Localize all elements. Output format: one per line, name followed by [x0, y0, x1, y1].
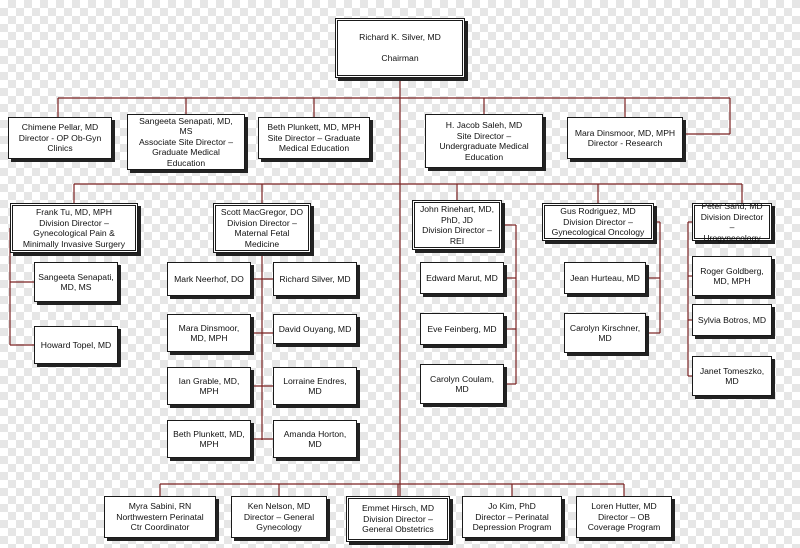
division-text: John Rinehart, MD, PhD, JD Division Dire… — [419, 204, 495, 246]
member-box[interactable]: David Ouyang, MD — [273, 314, 357, 344]
chairman-name: Richard K. Silver, MD — [359, 32, 441, 43]
member-text: David Ouyang, MD — [278, 323, 352, 334]
member-text: Eve Feinberg, MD — [427, 323, 497, 334]
bottom-text: Jo Kim, PhD Director – Perinatal Depress… — [472, 501, 552, 533]
member-box[interactable]: Mark Neerhof, DO — [167, 262, 251, 296]
member-box[interactable]: Richard Silver, MD — [273, 262, 357, 296]
division-text: Gus Rodriguez, MD Division Director – Gy… — [551, 206, 645, 238]
member-text: Amanda Horton, MD — [283, 428, 347, 450]
member-text: Carolyn Coulam, MD — [430, 373, 494, 395]
bottom-box[interactable]: Myra Sabini, RN Northwestern Perinatal C… — [104, 496, 216, 538]
level1-box[interactable]: Mara Dinsmoor, MD, MPH Director - Resear… — [567, 117, 683, 159]
member-text: Jean Hurteau, MD — [570, 272, 640, 283]
member-text: Mark Neerhof, DO — [174, 273, 244, 284]
bottom-box[interactable]: Emmet Hirsch, MD Division Director – Gen… — [346, 496, 450, 542]
member-text: Beth Plunkett, MD, MPH — [173, 428, 245, 450]
member-box[interactable]: Edward Marut, MD — [420, 262, 504, 294]
member-text: Roger Goldberg, MD, MPH — [700, 265, 764, 287]
level1-box[interactable]: Sangeeta Senapati, MD, MS Associate Site… — [127, 114, 245, 170]
member-box[interactable]: Carolyn Kirschner, MD — [564, 313, 646, 353]
division-box[interactable]: Peter Sand, MD Division Director – Urogy… — [692, 201, 772, 243]
bottom-text: Myra Sabini, RN Northwestern Perinatal C… — [116, 501, 204, 533]
bottom-text: Ken Nelson, MD Director – General Gyneco… — [243, 501, 315, 533]
level1-box[interactable]: Beth Plunkett, MD, MPH Site Director – G… — [258, 117, 370, 159]
member-text: Edward Marut, MD — [426, 272, 498, 283]
member-box[interactable]: Sangeeta Senapati, MD, MS — [34, 262, 118, 302]
division-box[interactable]: Frank Tu, MD, MPH Division Director – Gy… — [10, 203, 138, 253]
level1-box[interactable]: Chimene Pellar, MD Director - OP Ob-Gyn … — [8, 117, 112, 159]
level1-box[interactable]: H. Jacob Saleh, MD Site Director – Under… — [425, 114, 543, 168]
chairman-box[interactable]: Richard K. Silver, MD Chairman — [335, 18, 465, 78]
chairman-title: Chairman — [381, 53, 419, 64]
division-text: Frank Tu, MD, MPH Division Director – Gy… — [22, 207, 126, 249]
member-box[interactable]: Jean Hurteau, MD — [564, 262, 646, 294]
member-box[interactable]: Lorraine Endres, MD — [273, 367, 357, 405]
member-text: Richard Silver, MD — [279, 273, 351, 284]
member-box[interactable]: Sylvia Botros, MD — [692, 304, 772, 336]
level1-text: Beth Plunkett, MD, MPH Site Director – G… — [267, 122, 361, 154]
level1-text: Chimene Pellar, MD Director - OP Ob-Gyn … — [18, 122, 102, 154]
division-box[interactable]: Scott MacGregor, DO Division Director – … — [213, 203, 311, 253]
bottom-text: Loren Hutter, MD Director – OB Coverage … — [587, 501, 661, 533]
division-box[interactable]: John Rinehart, MD, PhD, JD Division Dire… — [412, 200, 502, 250]
member-box[interactable]: Howard Topel, MD — [34, 326, 118, 364]
member-box[interactable]: Eve Feinberg, MD — [420, 313, 504, 345]
bottom-box[interactable]: Ken Nelson, MD Director – General Gyneco… — [231, 496, 327, 538]
member-text: Sylvia Botros, MD — [697, 314, 767, 325]
member-box[interactable]: Carolyn Coulam, MD — [420, 364, 504, 404]
member-text: Howard Topel, MD — [40, 339, 112, 350]
member-box[interactable]: Amanda Horton, MD — [273, 420, 357, 458]
member-text: Sangeeta Senapati, MD, MS — [38, 271, 114, 293]
member-text: Janet Tomeszko, MD — [699, 365, 765, 387]
bottom-box[interactable]: Loren Hutter, MD Director – OB Coverage … — [576, 496, 672, 538]
division-text: Scott MacGregor, DO Division Director – … — [220, 207, 304, 249]
division-box[interactable]: Gus Rodriguez, MD Division Director – Gy… — [542, 203, 654, 241]
division-text: Peter Sand, MD Division Director – Urogy… — [700, 201, 764, 243]
member-text: Ian Grable, MD, MPH — [178, 375, 240, 397]
level1-text: Sangeeta Senapati, MD, MS Associate Site… — [138, 115, 234, 168]
member-box[interactable]: Roger Goldberg, MD, MPH — [692, 256, 772, 296]
member-box[interactable]: Mara Dinsmoor, MD, MPH — [167, 314, 251, 352]
member-text: Lorraine Endres, MD — [283, 375, 347, 397]
member-box[interactable]: Ian Grable, MD, MPH — [167, 367, 251, 405]
bottom-box[interactable]: Jo Kim, PhD Director – Perinatal Depress… — [462, 496, 562, 538]
bottom-text: Emmet Hirsch, MD Division Director – Gen… — [361, 503, 435, 535]
level1-text: Mara Dinsmoor, MD, MPH Director - Resear… — [574, 127, 676, 149]
member-box[interactable]: Janet Tomeszko, MD — [692, 356, 772, 396]
member-box[interactable]: Beth Plunkett, MD, MPH — [167, 420, 251, 458]
member-text: Carolyn Kirschner, MD — [569, 322, 641, 344]
level1-text: H. Jacob Saleh, MD Site Director – Under… — [439, 120, 529, 162]
member-text: Mara Dinsmoor, MD, MPH — [178, 322, 240, 344]
